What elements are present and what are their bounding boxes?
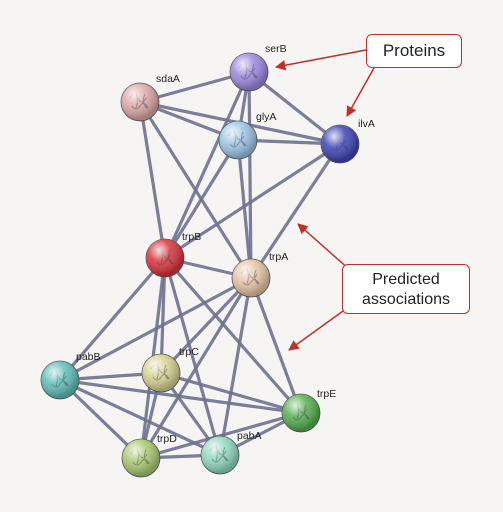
edge-glyA-trpB	[163, 139, 240, 259]
node-trpE[interactable]: trpE	[281, 388, 336, 433]
node-gloss-pabB	[41, 361, 79, 399]
node-label-glyA: glyA	[256, 111, 276, 123]
node-trpD[interactable]: trpD	[121, 433, 177, 478]
edge-serB-trpA	[247, 71, 253, 279]
node-gloss-trpE	[282, 394, 320, 432]
node-gloss-trpC	[142, 354, 180, 392]
node-label-trpB: trpB	[182, 231, 201, 243]
node-label-ilvA: ilvA	[358, 118, 375, 130]
callout-proteins-text: Proteins	[382, 41, 446, 60]
node-gloss-trpA	[232, 259, 270, 297]
node-glyA[interactable]: glyA	[218, 111, 276, 160]
callout-predicted-associations: Predicted associations	[342, 264, 470, 314]
nodes-layer: serB sdaA glyA ilvA trpB trpA pabB trpC trpE trpD…	[40, 43, 375, 478]
edge-sdaA-trpB	[138, 101, 167, 259]
edge-trpB-pabA	[163, 257, 222, 456]
node-trpB[interactable]: trpB	[145, 231, 201, 278]
edge-serB-trpB	[163, 71, 251, 259]
node-trpA[interactable]: trpA	[231, 251, 288, 298]
node-pabA[interactable]: pabA	[200, 430, 262, 475]
node-gloss-ilvA	[321, 125, 359, 163]
node-label-pabB: pabB	[76, 351, 101, 363]
edge-trpB-pabB	[58, 256, 167, 382]
edge-ilvA-trpA	[249, 143, 342, 279]
node-sdaA[interactable]: sdaA	[120, 73, 180, 122]
node-pabB[interactable]: pabB	[40, 351, 101, 400]
predicted-arrow-lower	[288, 305, 351, 351]
callout-predicted-line2: associations	[361, 291, 451, 308]
node-gloss-trpB	[146, 239, 184, 277]
node-gloss-glyA	[219, 121, 257, 159]
edge-trpD-trpE	[140, 411, 302, 460]
callout-predicted-line1: Predicted	[372, 271, 440, 288]
node-ilvA[interactable]: ilvA	[320, 118, 375, 164]
edge-pabB-trpE	[59, 378, 302, 415]
predicted-arrow-upper	[297, 223, 351, 271]
edge-trpA-trpE	[249, 277, 303, 414]
edge-glyA-trpA	[236, 139, 253, 279]
node-gloss-sdaA	[121, 83, 159, 121]
node-label-trpA: trpA	[269, 251, 288, 263]
proteins-arrow-ilvA	[346, 67, 375, 117]
edge-trpA-trpC	[159, 276, 253, 375]
node-label-sdaA: sdaA	[156, 73, 180, 85]
node-label-pabA: pabA	[237, 430, 262, 442]
node-label-serB: serB	[265, 43, 287, 55]
node-gloss-serB	[230, 53, 268, 91]
node-gloss-pabA	[201, 436, 239, 474]
edge-trpC-trpE	[160, 371, 302, 415]
node-label-trpE: trpE	[317, 388, 336, 400]
edge-trpB-trpE	[163, 256, 303, 415]
edge-trpA-pabA	[218, 277, 253, 456]
proteins-arrow-serB	[274, 49, 367, 71]
node-label-trpD: trpD	[157, 433, 177, 445]
edge-trpA-pabB	[59, 276, 252, 382]
callout-proteins: Proteins	[366, 34, 462, 68]
node-trpC[interactable]: trpC	[141, 346, 199, 393]
node-label-trpC: trpC	[179, 346, 199, 358]
callout-arrows	[274, 49, 375, 351]
edge-ilvA-trpB	[164, 142, 341, 260]
node-gloss-trpD	[122, 439, 160, 477]
node-serB[interactable]: serB	[229, 43, 287, 92]
